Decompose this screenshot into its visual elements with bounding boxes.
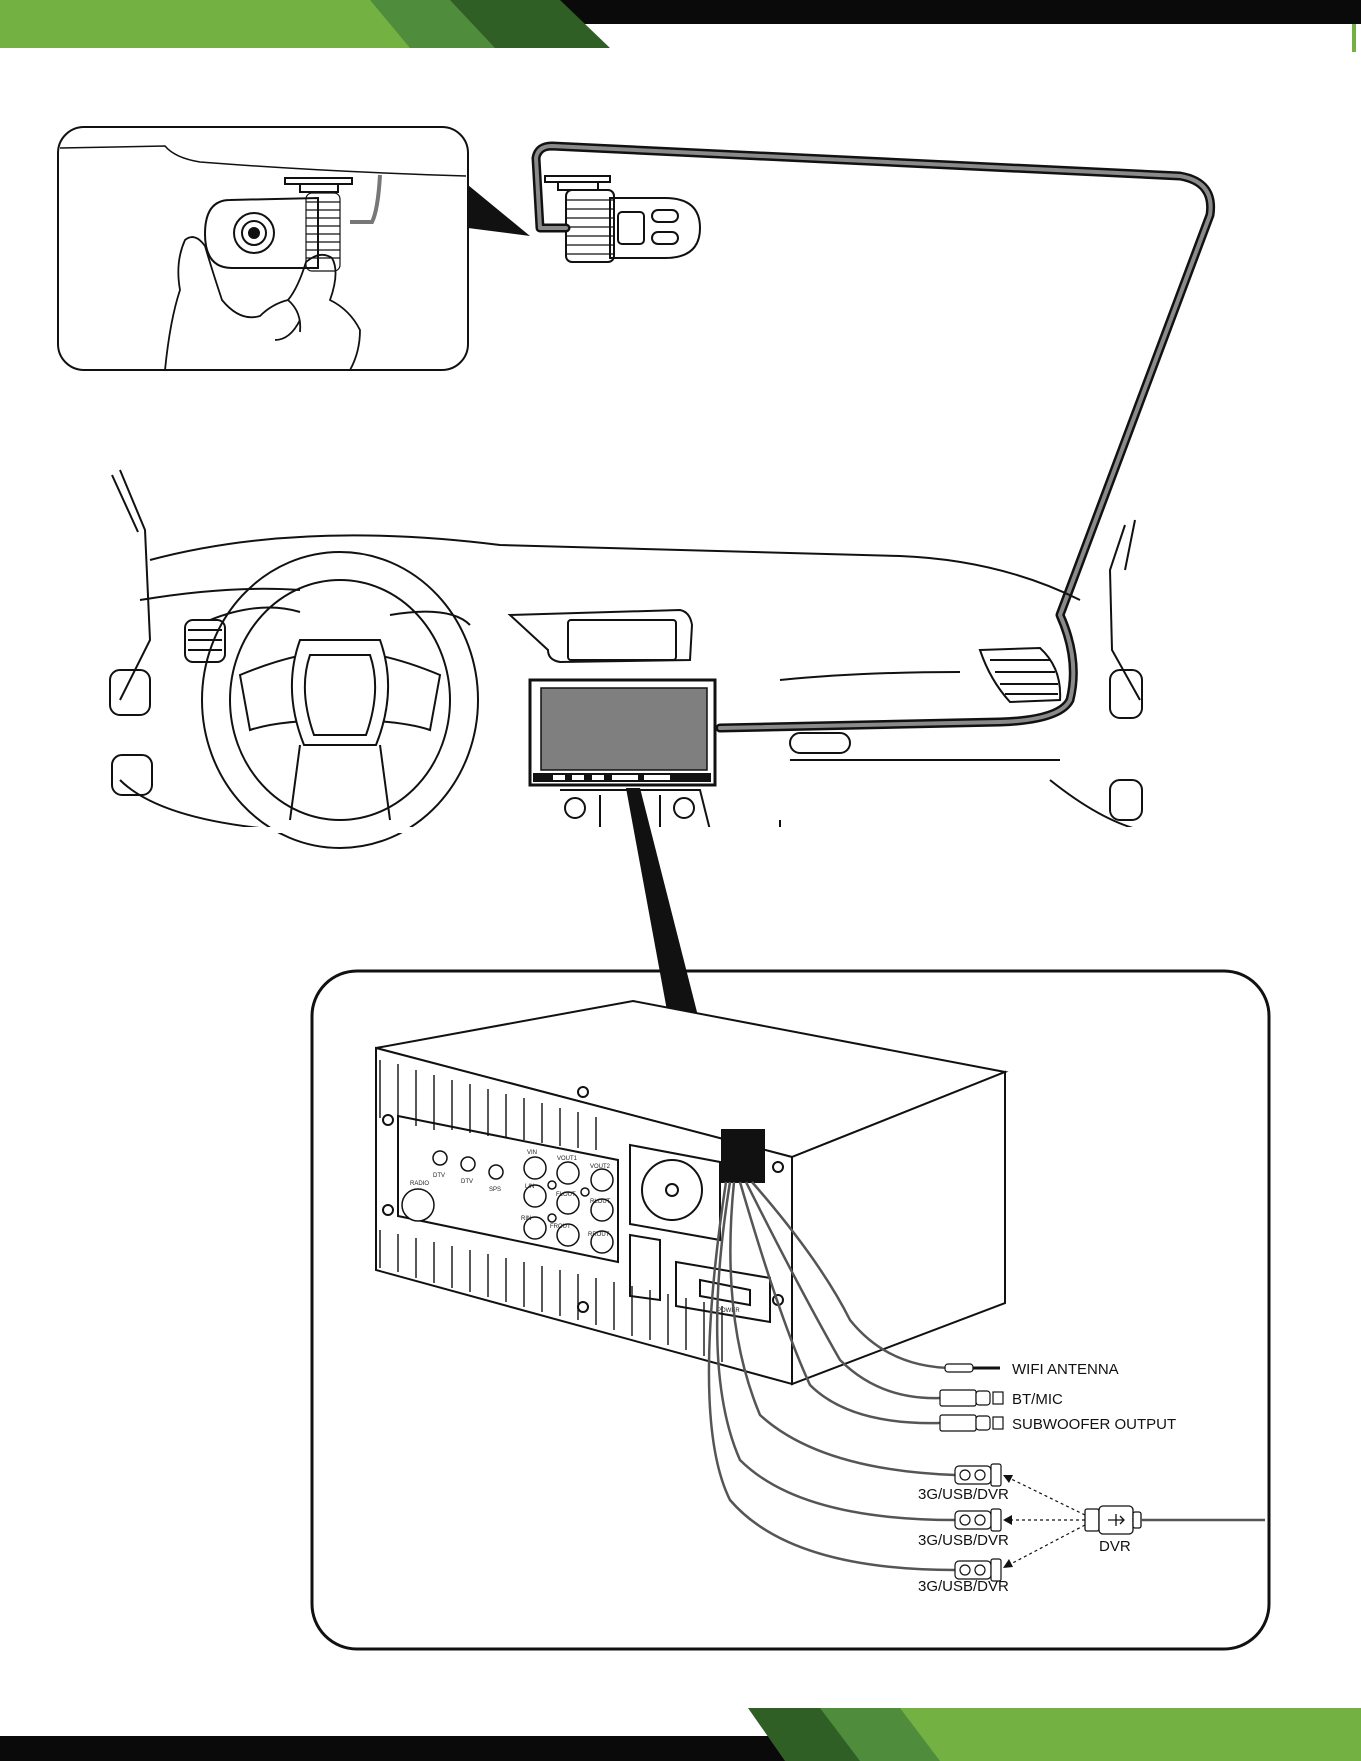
label-power: POWER [717,1308,740,1314]
left-vent [185,620,225,662]
usb-plug-icon [1085,1506,1141,1534]
label-vin: VIN [527,1150,537,1156]
label-vout1: VOUT1 [557,1156,578,1162]
label-rlout: RLOUT [590,1199,611,1205]
label-lin: LIN [525,1184,534,1190]
usb-label-2: 3G/USB/DVR [918,1532,1009,1549]
dvr-label: DVR [1099,1538,1131,1555]
dvr-arrows [1005,1476,1085,1567]
header-bar [0,0,1361,52]
label-radio: RADIO [410,1181,429,1187]
head-unit-rear [376,1001,1005,1384]
wifi-antenna-connector [945,1364,1000,1372]
label-dtv2: DTV [461,1179,473,1185]
usb-connector-1 [955,1464,1001,1486]
label-frout: FROUT [550,1224,571,1230]
usb-label-3: 3G/USB/DVR [918,1578,1009,1595]
subwoofer-output-label: SUBWOOFER OUTPUT [1012,1416,1176,1433]
label-dtv1: DTV [433,1173,445,1179]
label-rin: RIN [521,1216,531,1222]
detail-pointer [626,788,698,1016]
btmic-label: BT/MIC [1012,1391,1063,1408]
label-vout2: VOUT2 [590,1164,611,1170]
btmic-connector [940,1390,1003,1406]
camera-cable [536,146,1211,728]
label-rrout: RROUT [588,1232,610,1238]
hand-icon [165,237,360,370]
right-vent [980,648,1060,702]
label-sps: SPS [489,1187,501,1193]
label-flout: FLOUT [556,1192,576,1198]
footer-bar [0,1708,1361,1761]
steering-wheel [202,552,478,848]
wifi-antenna-label: WIFI ANTENNA [1012,1361,1119,1378]
subwoofer-connector [940,1415,1003,1431]
dashcam-icon [545,176,700,262]
head-unit-front [530,680,715,785]
camera-mount-inset [58,127,468,370]
usb-connector-2 [955,1509,1001,1531]
usb-label-1: 3G/USB/DVR [918,1486,1009,1503]
inset-pointer [468,185,530,236]
